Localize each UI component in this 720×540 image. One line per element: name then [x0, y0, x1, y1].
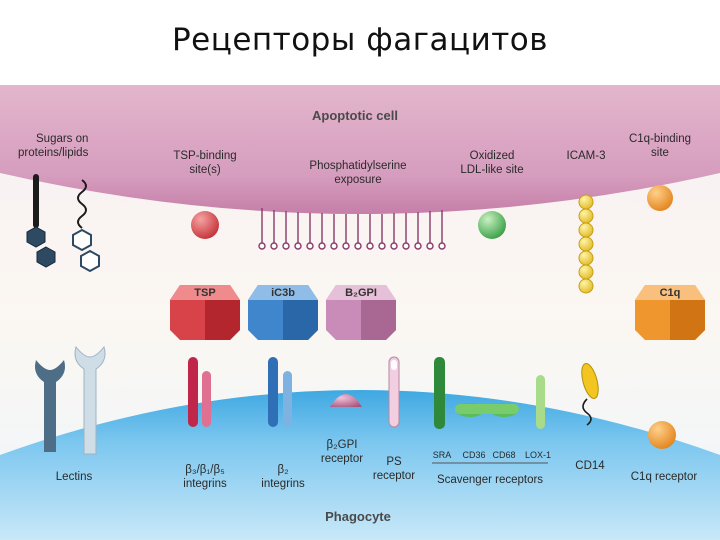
lectins-label: Lectins — [56, 471, 93, 483]
tsp-bridge: TSP — [170, 285, 240, 340]
c1q-site-label-line2: site — [651, 147, 669, 159]
sugars-label-line2: proteins/lipids — [18, 147, 89, 159]
c1q-site-label-line1: C1q-binding — [629, 133, 691, 145]
lectin-receptor-dark — [35, 360, 65, 452]
lectin-receptor-light — [74, 345, 106, 455]
apoptotic-cell-label: Apoptotic cell — [312, 108, 398, 123]
cd14-label: CD14 — [575, 460, 605, 472]
ps-receptor — [388, 356, 400, 428]
ic3b-bridge: iC3b — [248, 285, 318, 340]
b3-integrin-receptor — [188, 357, 211, 427]
tsp-binding-site — [191, 211, 219, 239]
sra-label: SRA — [433, 450, 452, 460]
c1q-receptor-label: C1q receptor — [631, 471, 698, 483]
top-labels: Sugars on proteins/lipids TSP-binding si… — [18, 133, 691, 186]
b2-integrins-label-line1: β₂ — [277, 464, 288, 476]
bottom-labels: Lectins β₃/β₁/β₅ integrins β₂ integrins … — [56, 439, 698, 490]
b2-integrins-label-line2: integrins — [261, 478, 305, 490]
b2-integrin-receptor — [268, 357, 292, 427]
b2gpi-receptor-label-line2: receptor — [321, 453, 363, 465]
b3-integrins-label-line1: β₃/β₁/β₅ — [185, 464, 225, 476]
tsp-bridge-label: TSP — [194, 287, 215, 299]
slide-title: Рецепторы фагацитов — [171, 22, 549, 58]
phagocyte-receptors-diagram: Apoptotic cell Phagocyte Sugars on prote… — [0, 85, 720, 540]
tsp-site-label-line2: site(s) — [189, 164, 220, 176]
b2gpi-receptor-label-line1: β₂GPI — [327, 439, 358, 451]
b2gpi-receptor — [330, 394, 362, 407]
b2gpi-bridge: B₂GPI — [326, 285, 396, 340]
ic3b-bridge-label: iC3b — [271, 287, 295, 299]
phosphatidylserine-lipids — [258, 208, 446, 250]
tsp-site-label-line1: TSP-binding — [173, 150, 236, 162]
scavenger-receptors — [434, 357, 545, 429]
cd36-label: CD36 — [462, 450, 485, 460]
sugar-chains — [26, 174, 100, 273]
ps-receptor-label-line2: receptor — [373, 470, 415, 482]
cd68-label: CD68 — [492, 450, 515, 460]
icam3-label: ICAM-3 — [567, 150, 606, 162]
oxldl-label-line2: LDL-like site — [460, 164, 523, 176]
sugars-label-line1: Sugars on — [36, 133, 88, 145]
ps-exposure-label-line1: Phosphatidylserine — [309, 160, 406, 172]
lox1-label: LOX-1 — [525, 450, 551, 460]
ps-exposure-label-line2: exposure — [334, 174, 381, 186]
c1q-binding-site — [647, 185, 673, 211]
c1q-receptor — [648, 421, 676, 449]
c1q-bridge: C1q — [635, 285, 705, 340]
cd14-receptor — [581, 363, 599, 426]
oxldl-label-line1: Oxidized — [470, 150, 515, 162]
scavenger-receptors-label: Scavenger receptors — [437, 474, 543, 486]
phagocyte-label: Phagocyte — [325, 509, 391, 524]
apoptotic-cell-membrane — [0, 85, 720, 214]
c1q-bridge-label: C1q — [660, 287, 681, 299]
b3-integrins-label-line2: integrins — [183, 478, 227, 490]
icam3-bead-chain — [578, 194, 594, 294]
b2gpi-bridge-label: B₂GPI — [345, 287, 377, 299]
ps-receptor-label-line1: PS — [386, 456, 402, 468]
oxidized-ldl-site — [478, 211, 506, 239]
